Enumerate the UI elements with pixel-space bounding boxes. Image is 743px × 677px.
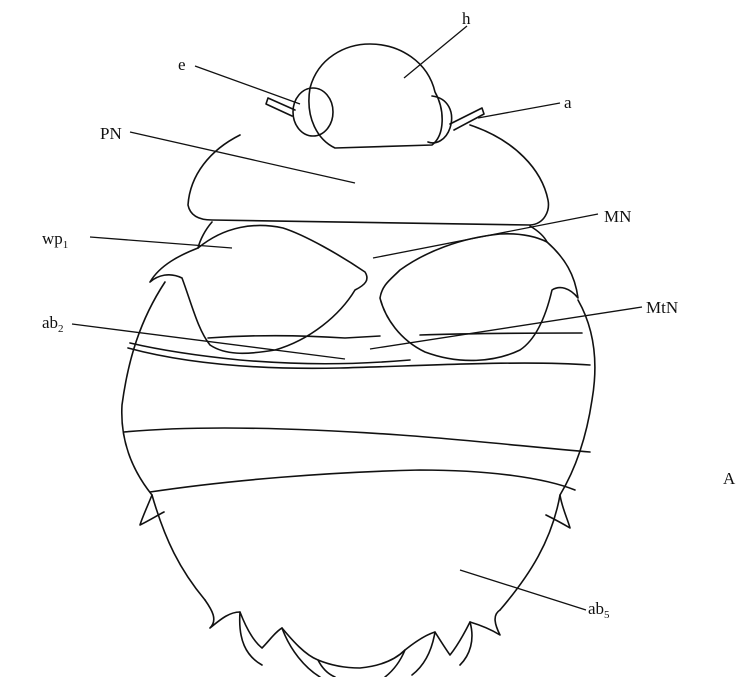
label-wp1-main: wp [42, 229, 63, 248]
right-wingpad [380, 234, 578, 361]
label-ab5-main: ab [588, 599, 604, 618]
leader-h [404, 26, 467, 78]
label-ab2-sub: 2 [58, 323, 64, 335]
label-a: a [564, 93, 572, 112]
label-e: e [178, 55, 186, 74]
leader-ab2 [72, 324, 345, 359]
label-ab5-sub: 5 [604, 609, 610, 621]
label-wp1: wp1 [42, 229, 68, 251]
label-ab2-main: ab [42, 313, 58, 332]
right-antenna [450, 108, 484, 130]
leader-MtN [370, 307, 642, 349]
abdominal-segment-3 [124, 428, 590, 452]
label-PN: PN [100, 124, 122, 143]
terminal-segments [205, 600, 500, 668]
metanotum-lower [130, 343, 410, 364]
leader-PN [130, 132, 355, 183]
label-MtN: MtN [646, 298, 678, 317]
label-h: h [462, 9, 471, 28]
abdominal-segment-2 [128, 348, 590, 368]
panel-label: A [723, 469, 736, 488]
leader-ab5 [460, 570, 586, 610]
label-ab5: ab5 [588, 599, 610, 621]
label-wp1-sub: 1 [63, 239, 69, 251]
leader-a [478, 103, 560, 118]
leader-MN [373, 214, 598, 258]
left-eye [293, 88, 333, 136]
label-MN: MN [604, 207, 631, 226]
pronotum-outline [188, 125, 548, 225]
tergite5-right-spine [546, 495, 570, 528]
leader-e [195, 66, 300, 104]
metanotum-outline [208, 333, 582, 338]
label-ab2: ab2 [42, 313, 64, 335]
abdominal-segment-4 [150, 470, 575, 492]
